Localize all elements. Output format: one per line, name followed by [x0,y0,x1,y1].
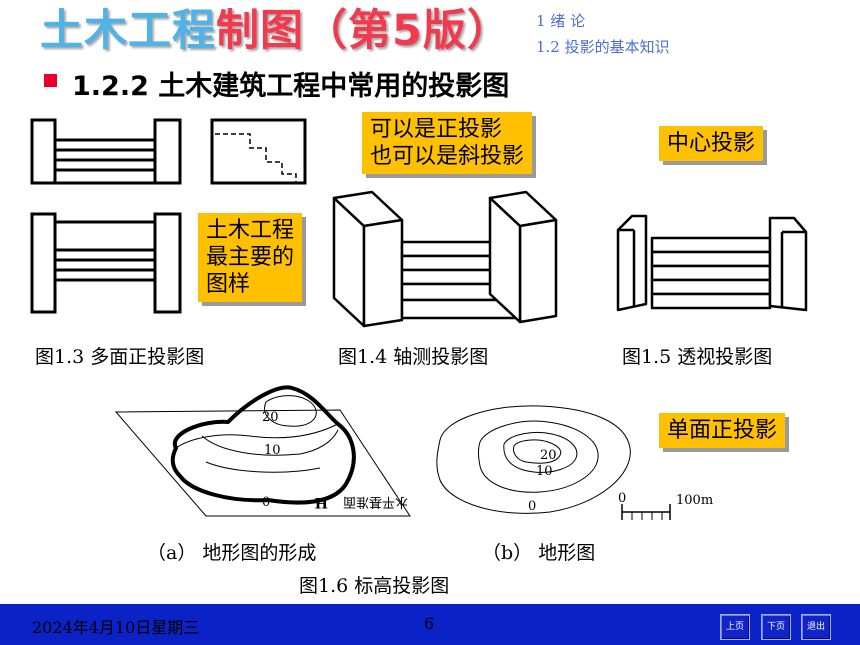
contour-label: 20 [262,410,279,425]
title-part1: 土木工程 [40,6,216,56]
note-line: 可以是正投影 [370,117,503,142]
exit-button[interactable]: 退出 [801,614,831,640]
contour-label: 0 [262,495,270,510]
slide-title: 土木工程制图（第5版） [40,4,511,58]
caption-fig1-5: 图1.5 透视投影图 [622,346,773,368]
contour-label: 20 [540,448,557,463]
axonometric-stairs [332,190,558,328]
terrain-formation-figure: 20 10 0 水平基准面 H [114,385,411,517]
note-line: 单面正投影 [667,418,778,443]
caption-fig1-4: 图1.4 轴测投影图 [338,346,489,368]
multiview-side [210,118,307,185]
note-civil-drawing: 土木工程 最主要的 图样 [198,213,303,302]
bullet-square-icon [44,74,57,87]
caption-fig-b: （b） 地形图 [482,542,596,564]
caption-fig-a: （a） 地形图的形成 [147,542,317,564]
note-line: 土木工程 [206,218,295,243]
footer-date: 2024年4月10日星期三 [32,618,200,637]
contour-label: 10 [264,443,281,458]
perspective-stairs [616,214,808,312]
footer-page-number: 6 [424,614,435,633]
note-line: 最主要的 [206,245,295,270]
note-orthographic-oblique: 可以是正投影 也可以是斜投影 [362,112,533,174]
plane-h-label: H [315,494,328,510]
section-label: 1.2 投影的基本知识 [536,38,670,56]
note-line: 图样 [206,272,251,297]
multiview-top-left [30,118,182,185]
note-single-plane: 单面正投影 [659,413,786,448]
contour-map-figure: 20 10 0 0 100m [436,405,713,520]
reference-plane-label: 水平基准面 [343,494,408,509]
note-line: 也可以是斜投影 [370,144,525,169]
title-part2: 制图（第5版） [216,6,511,56]
prev-page-button[interactable]: 上页 [720,614,750,640]
chapter-label: 1 绪 论 [536,12,586,30]
note-central-projection: 中心投影 [659,126,764,161]
caption-fig1-6: 图1.6 标高投影图 [299,575,450,597]
scale-label: 0 [618,491,626,506]
scale-label: 100m [676,493,713,508]
footer-bar [0,604,860,645]
multiview-bottom-left [30,212,182,314]
contour-label: 10 [536,464,553,479]
section-heading: 1.2.2 土木建筑工程中常用的投影图 [72,71,510,102]
note-line: 中心投影 [667,131,756,156]
contour-label: 0 [528,499,536,514]
next-page-button[interactable]: 下页 [761,614,791,640]
caption-fig1-3: 图1.3 多面正投影图 [35,346,205,368]
